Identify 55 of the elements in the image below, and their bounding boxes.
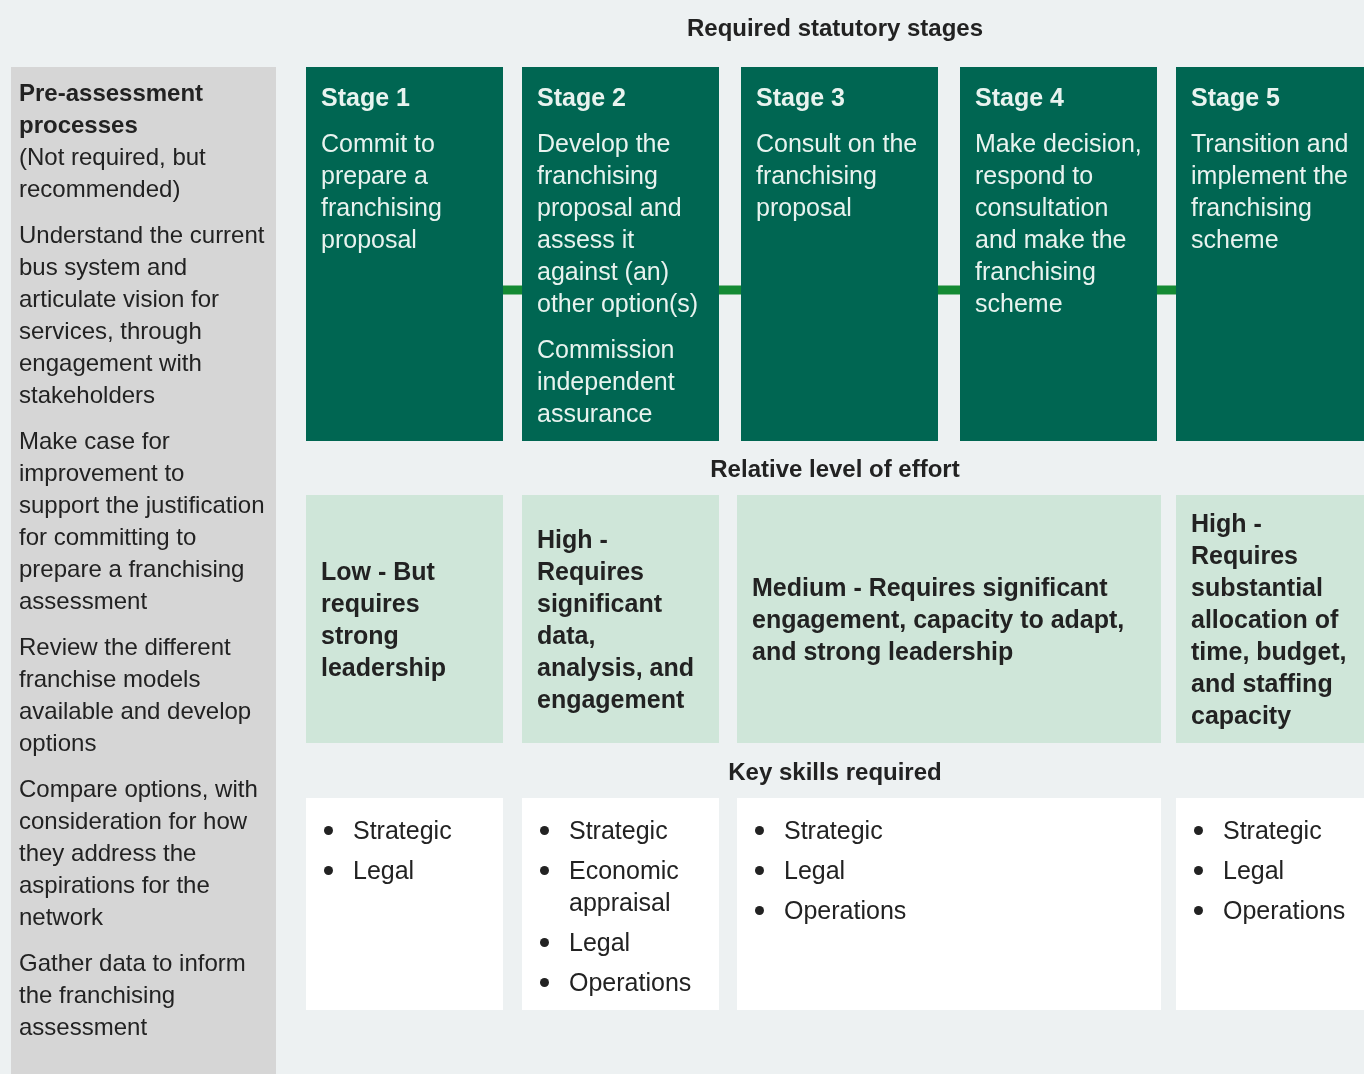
stage-heading: Stage 5 xyxy=(1191,82,1281,113)
stage-heading: Stage 4 xyxy=(975,82,1065,113)
skill-text: Legal xyxy=(784,855,846,886)
skills-box xyxy=(737,798,1161,1010)
skills-box xyxy=(522,798,719,1010)
process-text: Make case for improvement to support the justification for committing to prepare a franchising assessment xyxy=(19,426,266,616)
stage-heading: Stage 3 xyxy=(756,82,846,113)
skill-text: Legal xyxy=(1223,855,1285,886)
skill-text: Operations xyxy=(569,967,692,998)
stage-box xyxy=(522,67,719,441)
skill-text: Legal xyxy=(569,927,631,958)
skill-text: Strategic xyxy=(353,815,452,846)
skill-text: Strategic xyxy=(784,815,883,846)
panel-heading: Pre-assessment processes xyxy=(19,78,205,140)
connector-bar xyxy=(503,285,522,295)
stage-description: Make decision, respond to consultation and make the franchising scheme xyxy=(975,128,1142,319)
effort-text: Low - But requires strong leadership xyxy=(321,556,448,683)
title: Required statutory stages xyxy=(685,14,985,42)
skills-box xyxy=(306,798,503,1010)
stage-description: Transition and implement the franchising scheme xyxy=(1191,128,1349,255)
stage-box xyxy=(306,67,503,441)
connector-bar xyxy=(1157,285,1176,295)
effort-text: High - Requires substantial allocation of time, budget, and staffing capacity xyxy=(1191,508,1348,731)
stage-description: Commit to prepare a franchising proposal xyxy=(321,128,443,255)
process-text: Review the different franchise models available and develop options xyxy=(19,632,253,758)
stage-description: Develop the franchising proposal and assess it against (an) other option(s) xyxy=(537,128,700,319)
panel-note: (Not required, but recommended) xyxy=(19,142,207,204)
effort-box xyxy=(1176,495,1364,743)
effort-box xyxy=(522,495,719,743)
skill-text: Strategic xyxy=(1223,815,1322,846)
section-heading: Key skills required xyxy=(727,758,943,786)
effort-text: High - Requires significant data, analysis, and engagement xyxy=(537,524,696,715)
skill-text: Strategic xyxy=(569,815,668,846)
effort-text: Medium - Requires significant engagement, capacity to adapt, and strong leadership xyxy=(752,572,1126,667)
process-panel xyxy=(11,67,276,1074)
stage-description: Consult on the franchising proposal xyxy=(756,128,919,223)
skill-text: Operations xyxy=(1223,895,1346,926)
effort-box xyxy=(737,495,1161,743)
stage-heading: Stage 2 xyxy=(537,82,627,113)
skill-text: Economic appraisal xyxy=(569,855,680,918)
process-text: Gather data to inform the franchising assessment xyxy=(19,948,247,1042)
process-text: Compare options, with consideration for how they address the aspirations for the network xyxy=(19,774,259,932)
stage-heading: Stage 1 xyxy=(321,82,411,113)
connector-bar xyxy=(719,285,741,295)
stage-box xyxy=(1176,67,1364,441)
process-text: Understand the current bus system and articulate vision for services, through engagement with stakeholders xyxy=(19,220,266,410)
stage-box xyxy=(960,67,1157,441)
skill-text: Legal xyxy=(353,855,415,886)
skill-text: Operations xyxy=(784,895,907,926)
effort-box xyxy=(306,495,503,743)
stage-box xyxy=(741,67,938,441)
section-heading: Relative level of effort xyxy=(709,455,961,483)
skills-box xyxy=(1176,798,1364,1010)
stage-description: Commission independent assurance xyxy=(537,334,676,429)
connector-bar xyxy=(938,285,960,295)
